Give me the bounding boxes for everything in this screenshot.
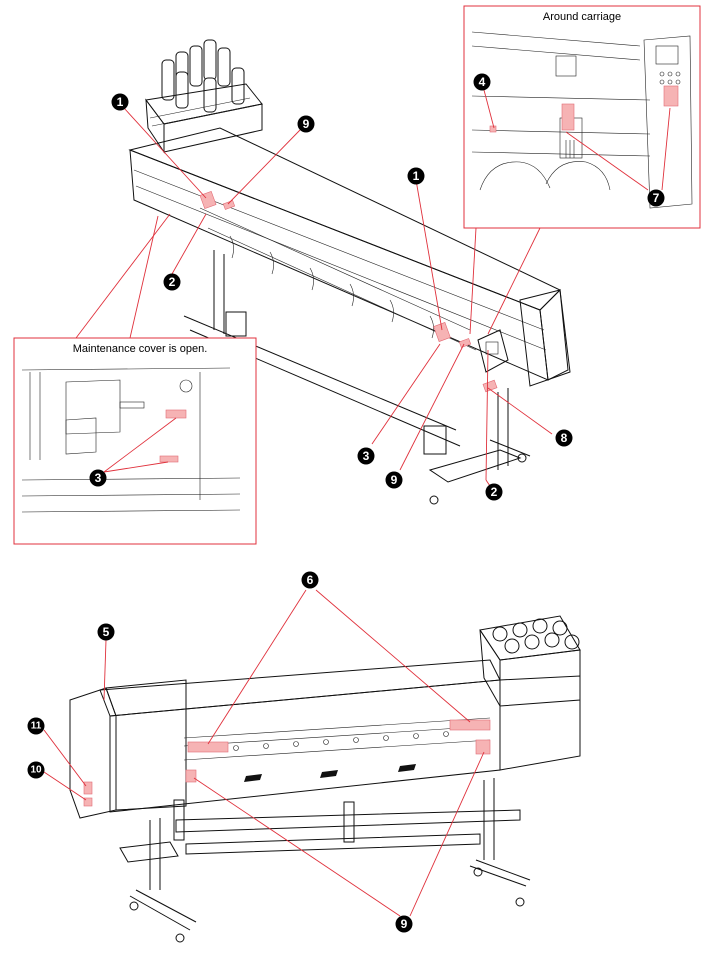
carriage-inset: Around carriage (463, 5, 701, 229)
callout-3a: 3 (357, 447, 375, 465)
svg-text:5: 5 (103, 625, 110, 639)
label-9-rear-left (185, 769, 197, 783)
ink-tank-unit (145, 39, 263, 154)
maintenance-inset: Maintenance cover is open. (13, 337, 257, 545)
label-1-right (433, 322, 451, 342)
callout-9a: 9 (297, 115, 315, 133)
svg-text:9: 9 (391, 473, 398, 487)
label-3-lower (159, 455, 179, 463)
label-9-top (222, 200, 236, 210)
svg-text:3: 3 (95, 471, 102, 485)
svg-text:2: 2 (169, 275, 176, 289)
callout-8: 8 (555, 429, 573, 447)
label-9-rear-right (475, 739, 491, 755)
label-6-left (187, 741, 229, 753)
callout-10: 10 (27, 761, 45, 779)
rear-printer-drawing (69, 615, 581, 943)
svg-text:3: 3 (363, 449, 370, 463)
callout-5: 5 (97, 623, 115, 641)
callout-1b: 1 (407, 167, 425, 185)
label-6-right (449, 719, 491, 731)
svg-text:4: 4 (479, 75, 486, 89)
label-10 (83, 797, 93, 807)
carriage-inset-title: Around carriage (543, 11, 621, 23)
label-3-upper (165, 409, 187, 419)
label-7-panel (663, 85, 679, 107)
svg-text:2: 2 (491, 485, 498, 499)
label-9-front (458, 338, 472, 348)
callout-2a: 2 (163, 273, 181, 291)
callout-11: 11 (27, 717, 45, 735)
svg-text:9: 9 (303, 117, 310, 131)
callout-9c: 9 (395, 915, 413, 933)
label-7-carriage (561, 103, 575, 131)
svg-text:6: 6 (307, 573, 314, 587)
label-8 (482, 379, 498, 393)
maintenance-inset-title: Maintenance cover is open. (73, 343, 208, 355)
callout-2b: 2 (485, 483, 503, 501)
svg-text:11: 11 (31, 721, 42, 732)
label-11 (83, 781, 93, 795)
svg-text:1: 1 (117, 95, 124, 109)
svg-text:9: 9 (401, 917, 408, 931)
label-4 (489, 125, 497, 133)
callout-3b: 3 (89, 469, 107, 487)
svg-text:8: 8 (561, 431, 568, 445)
svg-text:10: 10 (30, 765, 42, 776)
svg-text:1: 1 (413, 169, 420, 183)
callouts: 1 9 1 2 3 9 2 8 4 7 3 6 5 11 10 9 (27, 73, 665, 933)
svg-text:7: 7 (653, 191, 660, 205)
callout-6: 6 (301, 571, 319, 589)
callout-9b: 9 (385, 471, 403, 489)
callout-1a: 1 (111, 93, 129, 111)
callout-4: 4 (473, 73, 491, 91)
callout-7: 7 (647, 189, 665, 207)
